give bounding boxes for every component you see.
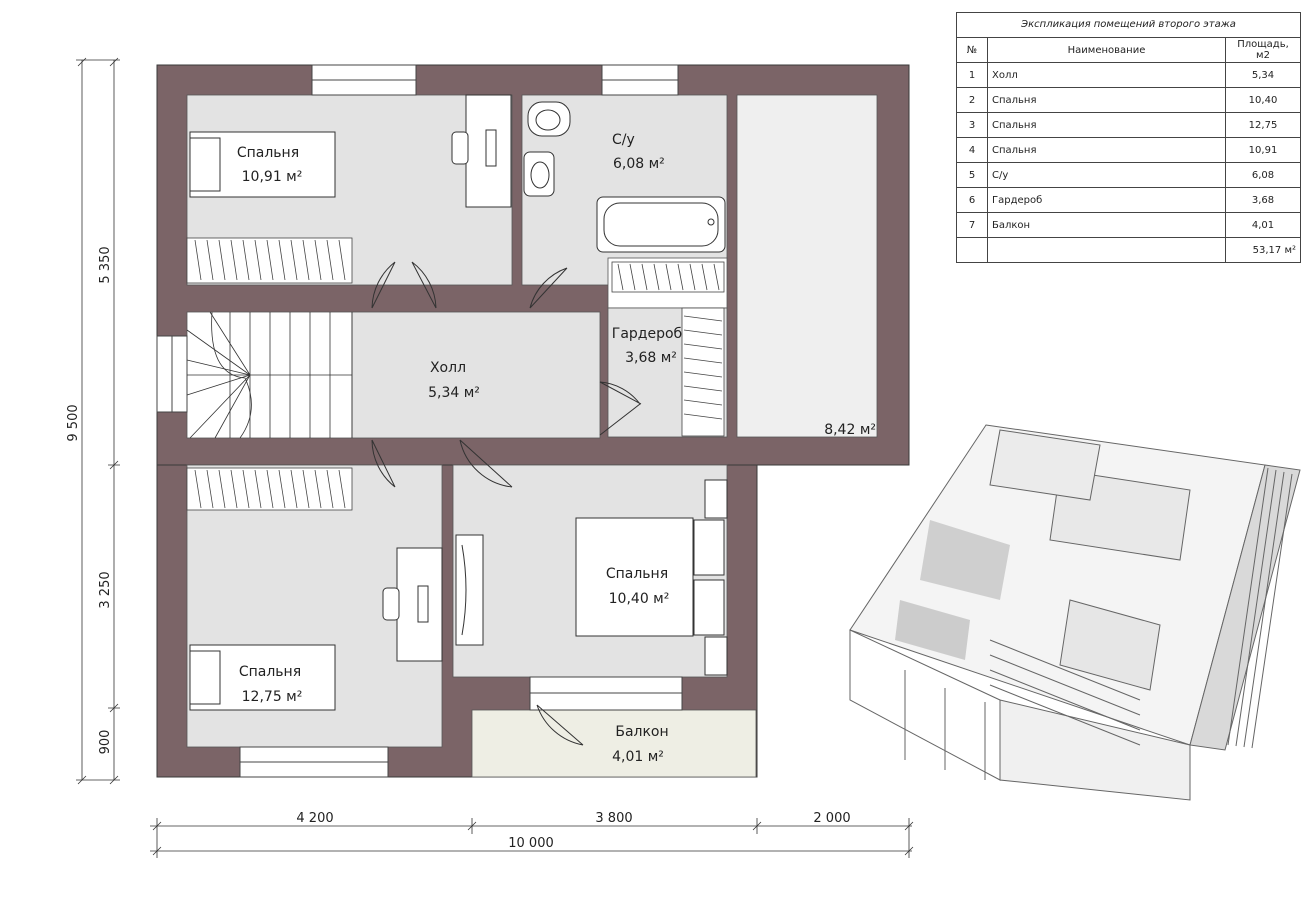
table-row: 5 С/у 6,08: [956, 162, 1301, 188]
closets: [186, 237, 725, 511]
label-bedroom-mid-area: 10,40 м²: [609, 591, 670, 607]
room-hall: [351, 311, 601, 439]
dim-bottom-b: 3 800: [595, 811, 632, 826]
label-hall-name: Холл: [430, 360, 466, 376]
cell-area: 6,08: [1225, 162, 1301, 188]
table-row: 1 Холл 5,34: [956, 62, 1301, 88]
windows: [156, 64, 683, 778]
dim-left-mid: 3 250: [98, 571, 113, 608]
explication-header-row: № Наименование Площадь, м2: [956, 37, 1301, 63]
table-total-row: 53,17 м²: [956, 237, 1301, 263]
cell-name: Спальня: [987, 87, 1226, 113]
dimension-lines: [76, 57, 914, 858]
header-area: Площадь, м2: [1225, 37, 1301, 63]
cell-area: 12,75: [1225, 112, 1301, 138]
label-bedroom-top-name: Спальня: [237, 145, 299, 161]
table-row: 6 Гардероб 3,68: [956, 187, 1301, 213]
label-bathroom-name: С/у: [612, 132, 635, 148]
cell-total: 53,17 м²: [1225, 237, 1301, 263]
cell-num: 3: [956, 112, 988, 138]
cell-num: 5: [956, 162, 988, 188]
table-row: 2 Спальня 10,40: [956, 87, 1301, 113]
header-num: №: [956, 37, 988, 63]
table-row: 4 Спальня 10,91: [956, 137, 1301, 163]
dim-left-top: 5 350: [98, 246, 113, 283]
dim-left-bottom: 900: [98, 730, 113, 755]
cell-area: 4,01: [1225, 212, 1301, 238]
staircase: [186, 311, 353, 439]
cell-name: Балкон: [987, 212, 1226, 238]
dim-left-total: 9 500: [66, 404, 81, 441]
cell-area: 10,91: [1225, 137, 1301, 163]
label-void-area: 8,42 м²: [824, 422, 876, 438]
cell-name: Холл: [987, 62, 1226, 88]
table-row: 7 Балкон 4,01: [956, 212, 1301, 238]
cell-name: С/у: [987, 162, 1226, 188]
label-wardrobe-name: Гардероб: [612, 326, 682, 342]
dim-bottom-a: 4 200: [296, 811, 333, 826]
label-wardrobe-area: 3,68 м²: [625, 350, 677, 366]
cell-num: 7: [956, 212, 988, 238]
desks: [382, 94, 512, 662]
cell-num: 2: [956, 87, 988, 113]
beds: [189, 131, 728, 711]
bathroom-fixtures: [523, 101, 726, 253]
dim-bottom-total: 10 000: [508, 836, 554, 851]
label-balcony-area: 4,01 м²: [612, 749, 664, 765]
cell-area: 10,40: [1225, 87, 1301, 113]
label-balcony-name: Балкон: [615, 724, 668, 740]
cell-num: 1: [956, 62, 988, 88]
cell-num: 4: [956, 137, 988, 163]
doors: [371, 261, 642, 746]
label-bedroom-mid-name: Спальня: [606, 566, 668, 582]
label-bedroom-bottom-area: 12,75 м²: [242, 689, 303, 705]
explication-title: Экспликация помещений второго этажа: [956, 12, 1301, 37]
room-void: [736, 94, 878, 438]
table-row: 3 Спальня 12,75: [956, 112, 1301, 138]
dimension-labels: 9 500 5 350 3 250 900 4 200 3 800 2 000 …: [66, 246, 851, 851]
label-bedroom-top-area: 10,91 м²: [242, 169, 303, 185]
cell-name: Спальня: [987, 112, 1226, 138]
axonometric-3d-view: [849, 424, 1301, 801]
dim-bottom-c: 2 000: [813, 811, 850, 826]
label-bathroom-area: 6,08 м²: [613, 156, 665, 172]
cell-area: 5,34: [1225, 62, 1301, 88]
label-bedroom-bottom-name: Спальня: [239, 664, 301, 680]
cell-name: Гардероб: [987, 187, 1226, 213]
header-name: Наименование: [987, 37, 1226, 63]
cell-name: Спальня: [987, 137, 1226, 163]
cell-area: 3,68: [1225, 187, 1301, 213]
cell-num: 6: [956, 187, 988, 213]
room-labels: Спальня 10,91 м² С/у 6,08 м² 8,42 м² Хол…: [237, 132, 876, 765]
room-balcony: [471, 709, 757, 778]
explication-table: Экспликация помещений второго этажа № На…: [956, 12, 1301, 263]
label-hall-area: 5,34 м²: [428, 385, 480, 401]
